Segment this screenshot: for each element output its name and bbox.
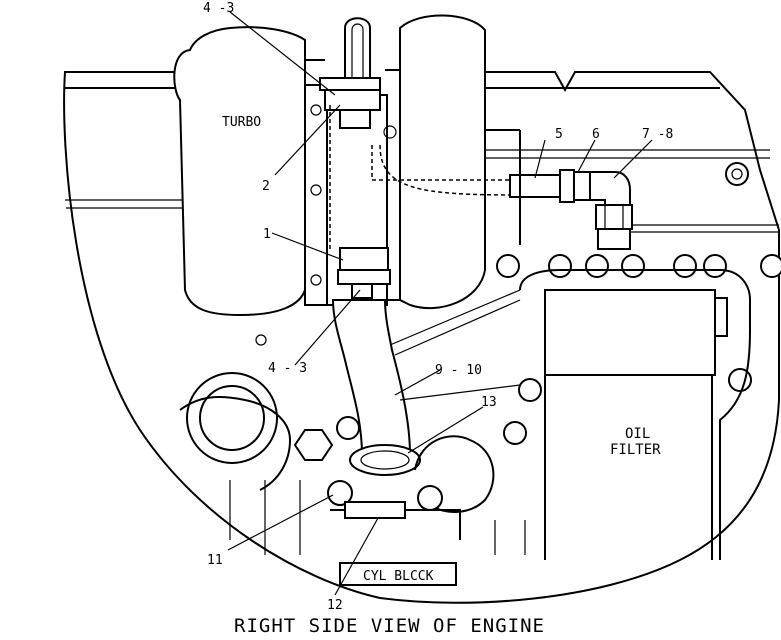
- oil-drain-tube: [331, 289, 521, 476]
- callout-9-10: 9 - 10: [435, 363, 482, 378]
- oil-filter-label-line2: FILTER: [610, 442, 661, 458]
- diagram-title: RIGHT SIDE VIEW OF ENGINE: [234, 615, 545, 637]
- callout-13: 13: [481, 395, 497, 410]
- callout-labels: 4 -3 2 1 4 - 3 5 6 7 -8 9 - 10 13 11 12: [203, 1, 673, 613]
- turbo-label: TURBO: [222, 115, 261, 130]
- oil-filter-label-line1: OIL: [625, 426, 650, 442]
- oil-supply-line: [485, 129, 633, 250]
- callout-6: 6: [592, 127, 600, 142]
- engine-outline: [63, 71, 780, 604]
- cyl-block-label: CYL BLCCK: [363, 569, 434, 584]
- callout-2: 2: [262, 179, 270, 194]
- callout-11: 11: [207, 553, 223, 568]
- turbocharger: [173, 14, 521, 317]
- callout-1: 1: [263, 227, 271, 242]
- leader-lines: [227, 11, 653, 596]
- callout-7-8: 7 -8: [642, 127, 673, 142]
- callout-4-3-top: 4 -3: [203, 1, 234, 16]
- callout-12: 12: [327, 598, 343, 613]
- component-labels: TURBO OIL FILTER CYL BLCCK: [222, 115, 661, 584]
- callout-4-3-bottom: 4 - 3: [268, 361, 307, 376]
- oil-filter: [519, 269, 751, 560]
- cylinder-block: [179, 372, 526, 586]
- callout-5: 5: [555, 127, 563, 142]
